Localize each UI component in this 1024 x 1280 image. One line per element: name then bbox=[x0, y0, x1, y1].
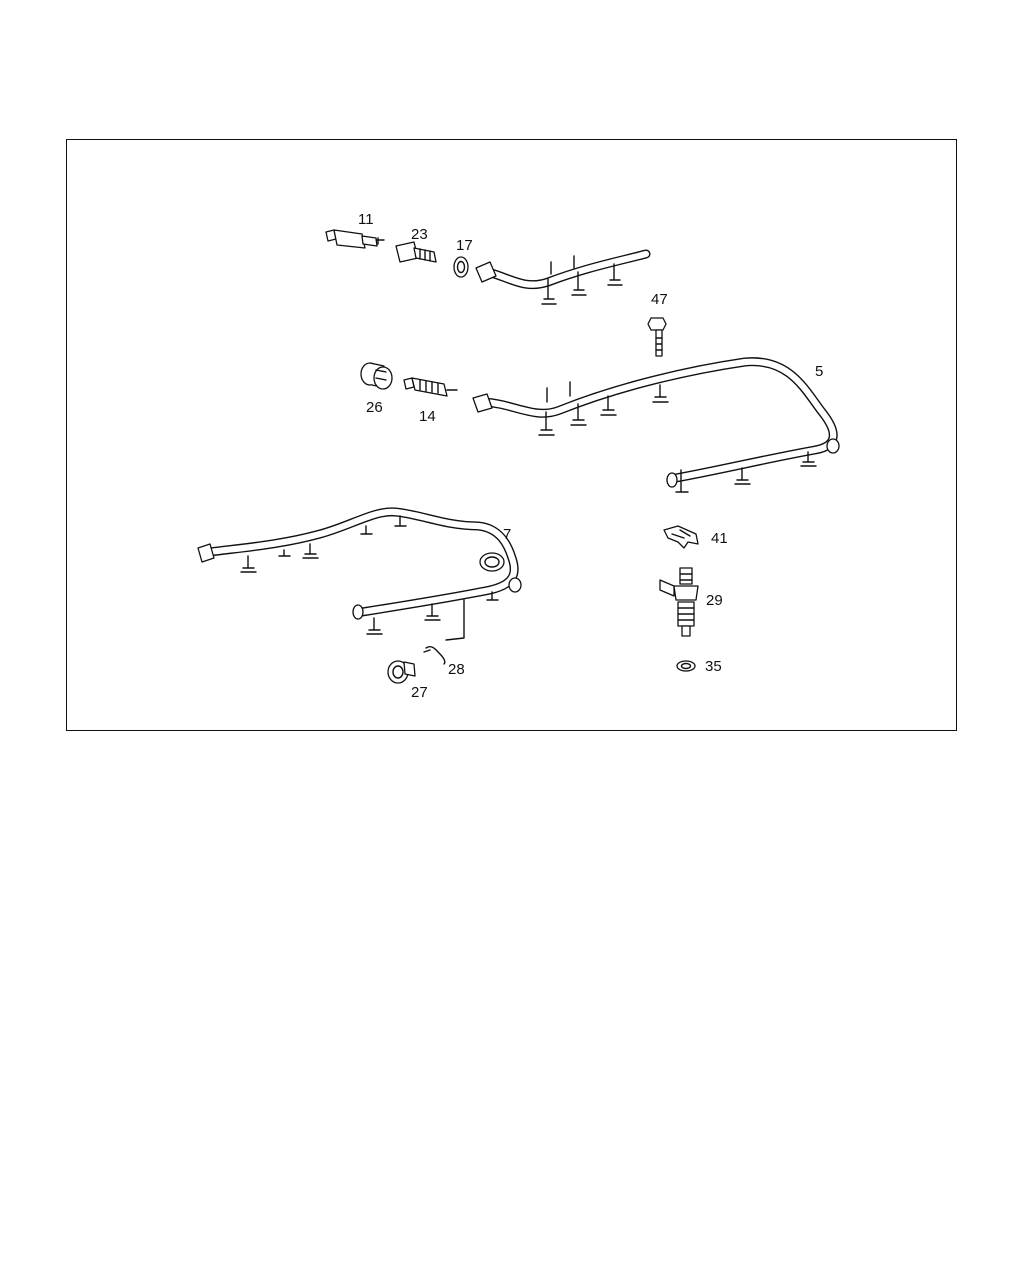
callout-35: 35 bbox=[705, 658, 722, 675]
part-47-bolt bbox=[647, 317, 667, 357]
part-17-seal-ring bbox=[453, 256, 469, 278]
part-28-spring-clip bbox=[423, 645, 446, 665]
callout-14: 14 bbox=[419, 408, 436, 425]
fuel-rail-5 bbox=[472, 357, 840, 493]
part-29-injector bbox=[659, 567, 699, 637]
callout-26: 26 bbox=[366, 399, 383, 416]
part-41-clip bbox=[663, 525, 699, 549]
part-26-cap bbox=[360, 362, 393, 390]
part-27-damper bbox=[387, 660, 416, 684]
part-35-o-ring bbox=[676, 660, 696, 672]
fuel-rail-7 bbox=[197, 507, 522, 641]
part-23-threaded-fitting bbox=[395, 241, 437, 263]
diagram-frame bbox=[66, 139, 957, 731]
callout-11: 11 bbox=[358, 211, 374, 228]
callout-7: 7 bbox=[503, 526, 511, 543]
callout-28: 28 bbox=[448, 661, 465, 678]
callout-23: 23 bbox=[411, 226, 428, 243]
callout-41: 41 bbox=[711, 530, 728, 547]
callout-29: 29 bbox=[706, 592, 723, 609]
part-14-valve bbox=[403, 377, 458, 397]
callout-5: 5 bbox=[815, 363, 823, 380]
callout-47: 47 bbox=[651, 291, 668, 308]
callout-17: 17 bbox=[456, 237, 473, 254]
upper-fuel-rail-partial bbox=[475, 249, 651, 305]
callout-27: 27 bbox=[411, 684, 428, 701]
callout-labels: 11 23 17 47 5 26 14 7 41 29 28 35 27 bbox=[358, 211, 823, 701]
part-11-fitting bbox=[325, 229, 385, 249]
